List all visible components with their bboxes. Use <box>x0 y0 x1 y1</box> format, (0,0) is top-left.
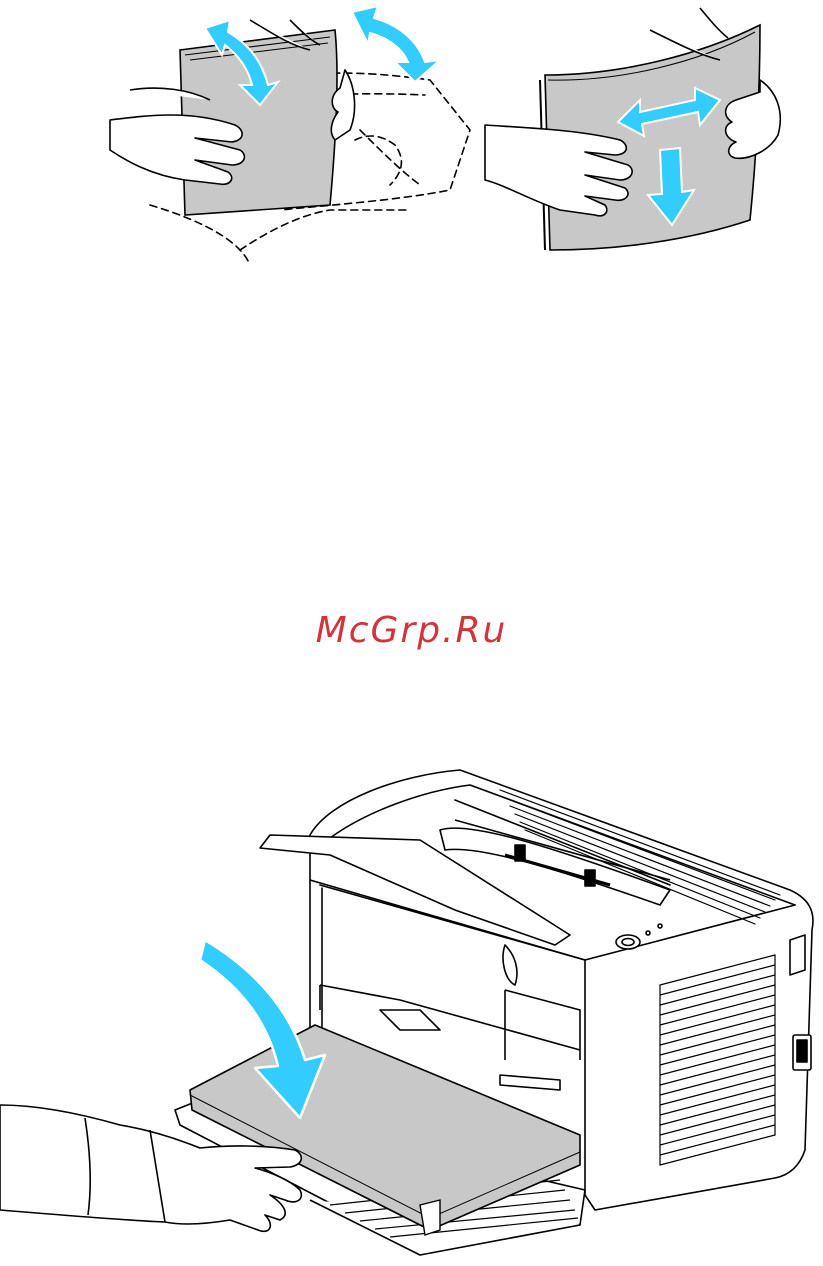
fan-arrow-right <box>352 6 440 82</box>
printer-paper-loading-illustration <box>0 760 823 1266</box>
paper-fanning-illustration <box>100 0 800 275</box>
watermark-text: McGrp.Ru <box>0 610 823 651</box>
